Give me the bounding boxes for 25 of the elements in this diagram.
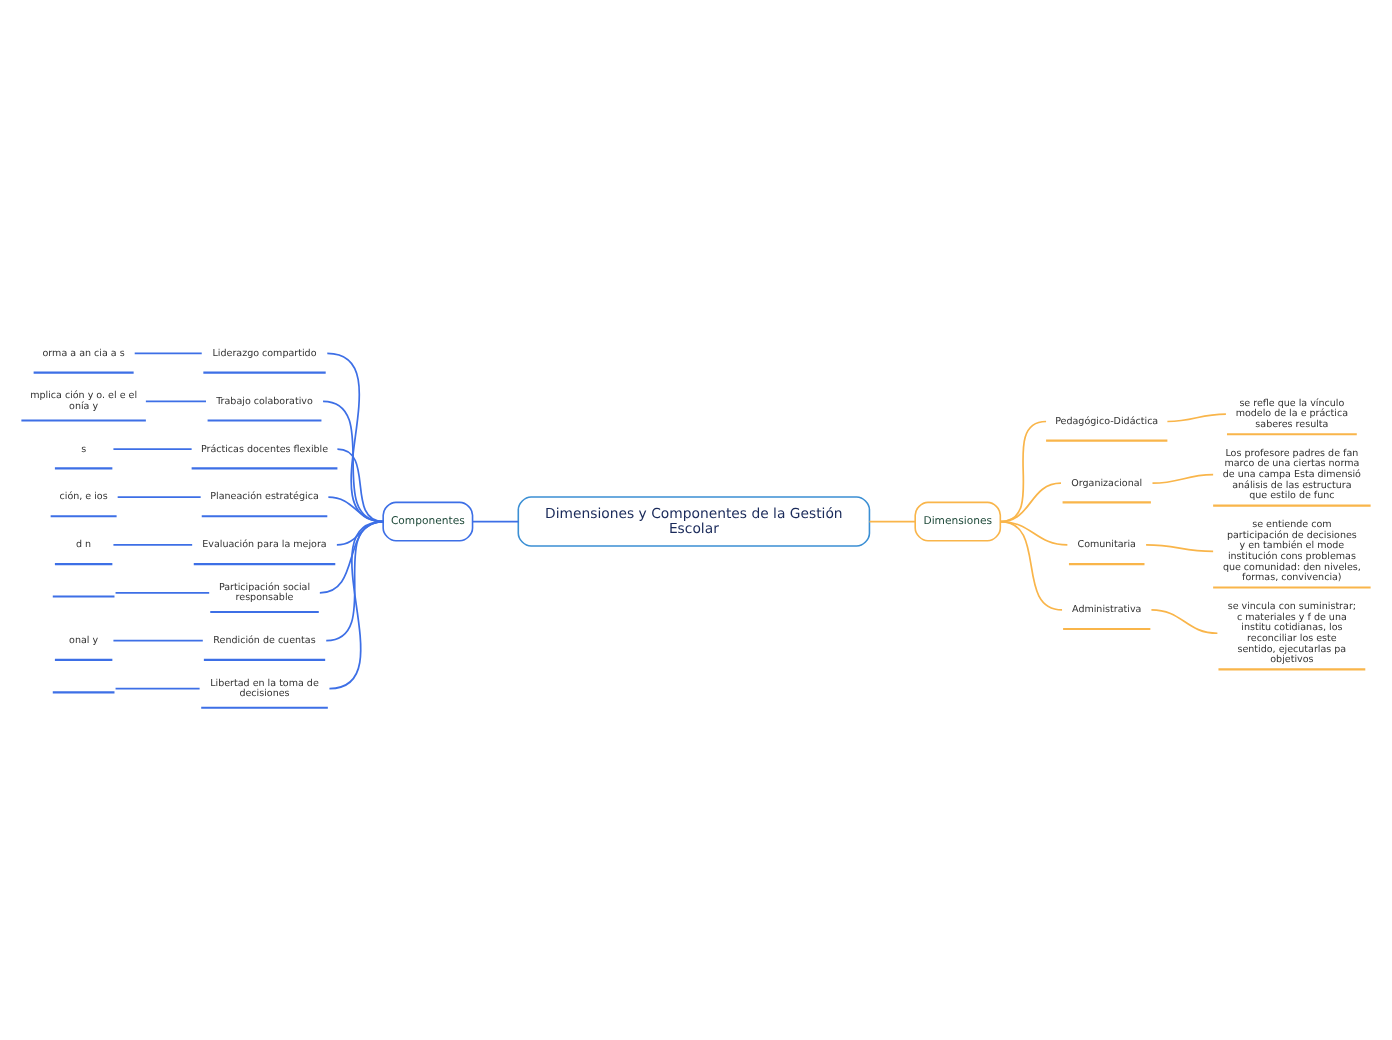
connector [112, 543, 193, 545]
connector [322, 399, 384, 522]
connector [1145, 543, 1214, 552]
connector [133, 351, 203, 354]
connector [999, 419, 1047, 522]
connector [114, 590, 211, 593]
connector [999, 519, 1063, 610]
connector [116, 495, 202, 497]
node-bar [52, 594, 115, 597]
connector [319, 519, 384, 593]
connector [112, 447, 193, 450]
connector [1151, 472, 1214, 484]
connector [1150, 608, 1219, 634]
connector [999, 481, 1062, 522]
connector [114, 686, 201, 689]
connector [328, 519, 384, 689]
connector [868, 519, 917, 522]
connector [471, 519, 520, 522]
connector [336, 447, 384, 522]
connector [1166, 412, 1227, 422]
connector [327, 495, 384, 522]
connector [326, 351, 384, 522]
node-bar [52, 690, 115, 693]
connector [145, 399, 207, 402]
connector [112, 638, 204, 641]
